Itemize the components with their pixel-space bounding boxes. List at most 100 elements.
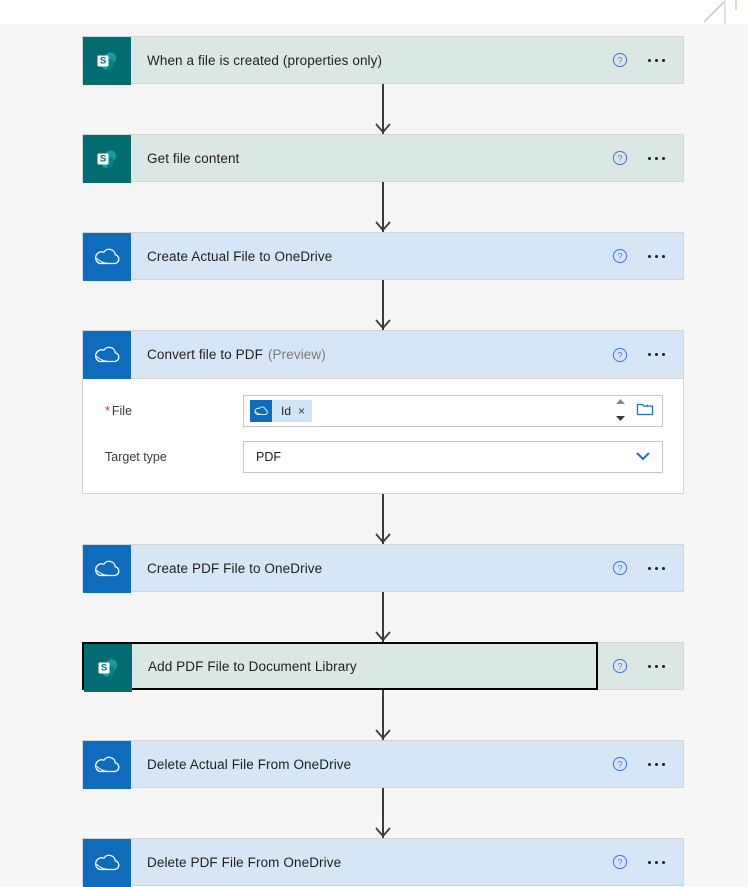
- preview-badge: (Preview): [267, 347, 326, 362]
- flow-step-add-pdf-file-to-document-library[interactable]: S Add PDF File to Document Library ?: [82, 642, 684, 692]
- flow-step-delete-actual-file-from-onedrive[interactable]: Delete Actual File From OneDrive ?: [82, 740, 684, 789]
- arrow-down-icon: [375, 532, 391, 544]
- chevron-down-icon[interactable]: [634, 450, 652, 462]
- ellipsis-icon[interactable]: [648, 664, 665, 668]
- spinner-stepper[interactable]: [612, 398, 628, 422]
- connector-arrow: [82, 690, 684, 740]
- field-label-text: Target type: [105, 450, 167, 464]
- svg-text:?: ?: [617, 857, 622, 867]
- flow-step-get-file-content[interactable]: S Get file content ?: [82, 134, 684, 183]
- step-title-text: When a file is created (properties only): [147, 52, 383, 68]
- ellipsis-icon[interactable]: [648, 353, 665, 356]
- ellipsis-icon[interactable]: [648, 860, 665, 864]
- ellipsis-icon[interactable]: [648, 566, 665, 570]
- svg-text:?: ?: [617, 563, 622, 573]
- chevron-up-icon: [615, 399, 625, 404]
- step-title-text: Get file content: [147, 150, 240, 166]
- top-strip: [0, 0, 748, 24]
- card-actions: ?: [612, 839, 683, 885]
- svg-text:S: S: [100, 56, 106, 67]
- onedrive-icon: [83, 741, 131, 789]
- card-actions: ?: [598, 642, 684, 690]
- flow-canvas: S When a file is created (properties onl…: [0, 24, 748, 887]
- card-actions: ?: [612, 37, 683, 83]
- target-type-dropdown[interactable]: PDF: [243, 441, 663, 473]
- svg-text:S: S: [100, 154, 106, 165]
- flow-step-title: Get file content: [131, 135, 612, 181]
- help-circle-icon[interactable]: ?: [612, 560, 628, 576]
- flow-step-convert-file-to-pdf[interactable]: Convert file to PDF (Preview) ?: [82, 330, 684, 494]
- flow-step-create-pdf-file-to-onedrive[interactable]: Create PDF File to OneDrive ?: [82, 544, 684, 593]
- folder-picker-icon[interactable]: [636, 401, 654, 419]
- svg-text:?: ?: [617, 55, 622, 65]
- flow-step-header[interactable]: Convert file to PDF (Preview) ?: [83, 331, 683, 379]
- field-row-target-type: Target type PDF: [103, 441, 663, 473]
- ellipsis-icon[interactable]: [648, 58, 665, 62]
- flow-step-title: Create PDF File to OneDrive: [131, 545, 612, 591]
- ellipsis-icon[interactable]: [648, 156, 665, 160]
- onedrive-icon: [83, 839, 131, 887]
- field-label-text: File: [111, 404, 133, 418]
- step-title-text: Create Actual File to OneDrive: [147, 248, 333, 264]
- connector-arrow: [82, 494, 684, 544]
- card-actions: ?: [612, 741, 683, 787]
- flow-step-delete-pdf-file-from-onedrive[interactable]: Delete PDF File From OneDrive ?: [82, 838, 684, 887]
- svg-text:?: ?: [617, 661, 622, 671]
- arrow-down-icon: [375, 318, 391, 330]
- svg-text:?: ?: [617, 759, 622, 769]
- chevron-down-icon: [615, 416, 625, 421]
- help-circle-icon[interactable]: ?: [612, 347, 628, 363]
- connector-arrow: [82, 788, 684, 838]
- onedrive-icon: [83, 331, 131, 379]
- onedrive-icon: [83, 233, 131, 281]
- svg-text:?: ?: [617, 153, 622, 163]
- card-actions: ?: [612, 135, 683, 181]
- flow-step-title: When a file is created (properties only): [131, 37, 612, 83]
- connector-arrow: [82, 592, 684, 642]
- field-label-file: *File: [103, 404, 243, 418]
- connector-arrow: [82, 182, 684, 232]
- flow-step-title: Convert file to PDF (Preview): [131, 331, 612, 378]
- arrow-down-icon: [375, 122, 391, 134]
- arrow-down-icon: [375, 220, 391, 232]
- flow-step-create-actual-file-to-onedrive[interactable]: Create Actual File to OneDrive ?: [82, 232, 684, 281]
- target-type-value: PDF: [256, 450, 281, 464]
- flow-step-title: Delete Actual File From OneDrive: [131, 741, 612, 787]
- svg-text:S: S: [101, 663, 107, 674]
- onedrive-icon: [83, 545, 131, 593]
- flow-step-body: *File Id ×: [83, 379, 683, 493]
- token-label: Id: [281, 404, 292, 418]
- connector-arrow: [82, 84, 684, 134]
- field-label-target-type: Target type: [103, 450, 243, 464]
- step-title-text: Delete PDF File From OneDrive: [147, 854, 342, 870]
- card-actions: ?: [612, 545, 683, 591]
- step-title-text: Add PDF File to Document Library: [148, 658, 357, 674]
- field-row-file: *File Id ×: [103, 395, 663, 427]
- file-input[interactable]: Id ×: [243, 395, 663, 427]
- dynamic-content-token[interactable]: Id ×: [250, 400, 313, 422]
- flow-step-title: Create Actual File to OneDrive: [131, 233, 612, 279]
- step-title-text: Convert file to PDF: [147, 347, 263, 362]
- flow-steps-container: S When a file is created (properties onl…: [82, 36, 684, 887]
- connector-arrow: [82, 280, 684, 330]
- help-circle-icon[interactable]: ?: [612, 658, 628, 674]
- help-circle-icon[interactable]: ?: [612, 854, 628, 870]
- close-icon[interactable]: ×: [298, 404, 306, 418]
- help-circle-icon[interactable]: ?: [612, 52, 628, 68]
- svg-text:?: ?: [617, 251, 622, 261]
- card-actions: ?: [612, 331, 683, 378]
- sharepoint-icon: S: [83, 37, 131, 85]
- card-actions: ?: [612, 233, 683, 279]
- help-circle-icon[interactable]: ?: [612, 756, 628, 772]
- flow-step-when-a-file-is-created[interactable]: S When a file is created (properties onl…: [82, 36, 684, 85]
- ellipsis-icon[interactable]: [648, 254, 665, 258]
- ellipsis-icon[interactable]: [648, 762, 665, 766]
- arrow-down-icon: [375, 630, 391, 642]
- sharepoint-icon: S: [83, 135, 131, 183]
- help-circle-icon[interactable]: ?: [612, 248, 628, 264]
- help-circle-icon[interactable]: ?: [612, 150, 628, 166]
- selected-step-frame[interactable]: S Add PDF File to Document Library: [82, 642, 598, 692]
- flow-step-title: Add PDF File to Document Library: [132, 644, 596, 688]
- arrow-down-icon: [375, 826, 391, 838]
- required-asterisk: *: [105, 404, 110, 418]
